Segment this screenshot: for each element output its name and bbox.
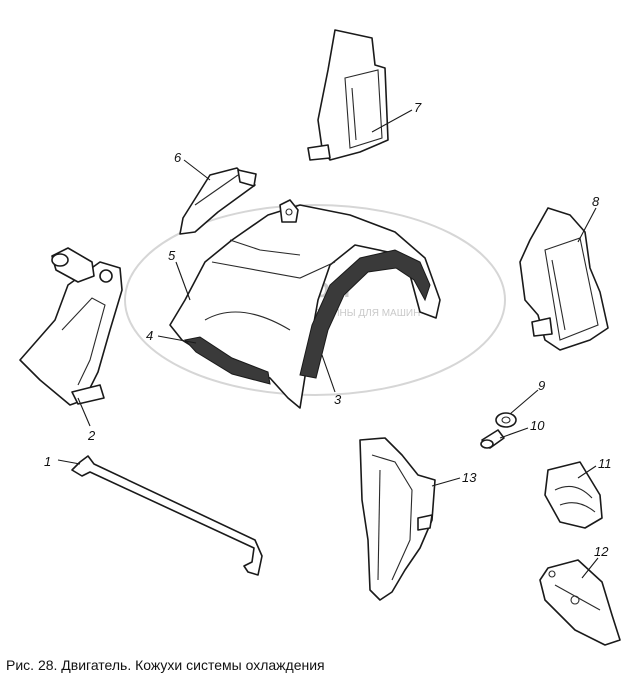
label-part-9: 9 xyxy=(538,378,545,393)
part-8-right-shroud xyxy=(519,207,609,351)
part-11-clip xyxy=(544,461,603,529)
part-1-rod xyxy=(71,455,263,576)
label-part-12: 12 xyxy=(594,544,609,559)
part-3-rubber-seal xyxy=(299,249,431,379)
label-part-3: 3 xyxy=(334,392,342,407)
watermark-tagline: МАГАЗИНЫ ДЛЯ МАШИН xyxy=(300,308,420,319)
part-7-upper-shroud xyxy=(307,29,389,161)
part-10-bolt xyxy=(480,429,505,449)
part-9-nut xyxy=(495,412,517,428)
label-part-11: 11 xyxy=(598,456,612,471)
label-part-7: 7 xyxy=(414,100,422,115)
label-part-5: 5 xyxy=(168,248,176,263)
label-part-13: 13 xyxy=(462,470,477,485)
label-part-1: 1 xyxy=(44,454,51,469)
label-part-4: 4 xyxy=(146,328,153,343)
part-5-fan-shroud xyxy=(169,199,441,409)
part-2-side-cover xyxy=(19,247,123,406)
leader-lines xyxy=(57,109,599,579)
part-12-plate xyxy=(539,559,621,646)
label-part-6: 6 xyxy=(174,150,182,165)
label-part-10: 10 xyxy=(530,418,545,433)
label-part-8: 8 xyxy=(592,194,600,209)
figure-caption: Рис. 28. Двигатель. Кожухи системы охлаж… xyxy=(6,657,325,673)
part-6-bracket xyxy=(179,167,257,235)
part-labels: 1 2 3 4 5 6 7 8 9 10 11 12 13 xyxy=(44,100,612,559)
label-part-2: 2 xyxy=(87,428,96,443)
part-4-lower-seal xyxy=(184,336,271,385)
part-13-lower-duct xyxy=(359,437,436,601)
